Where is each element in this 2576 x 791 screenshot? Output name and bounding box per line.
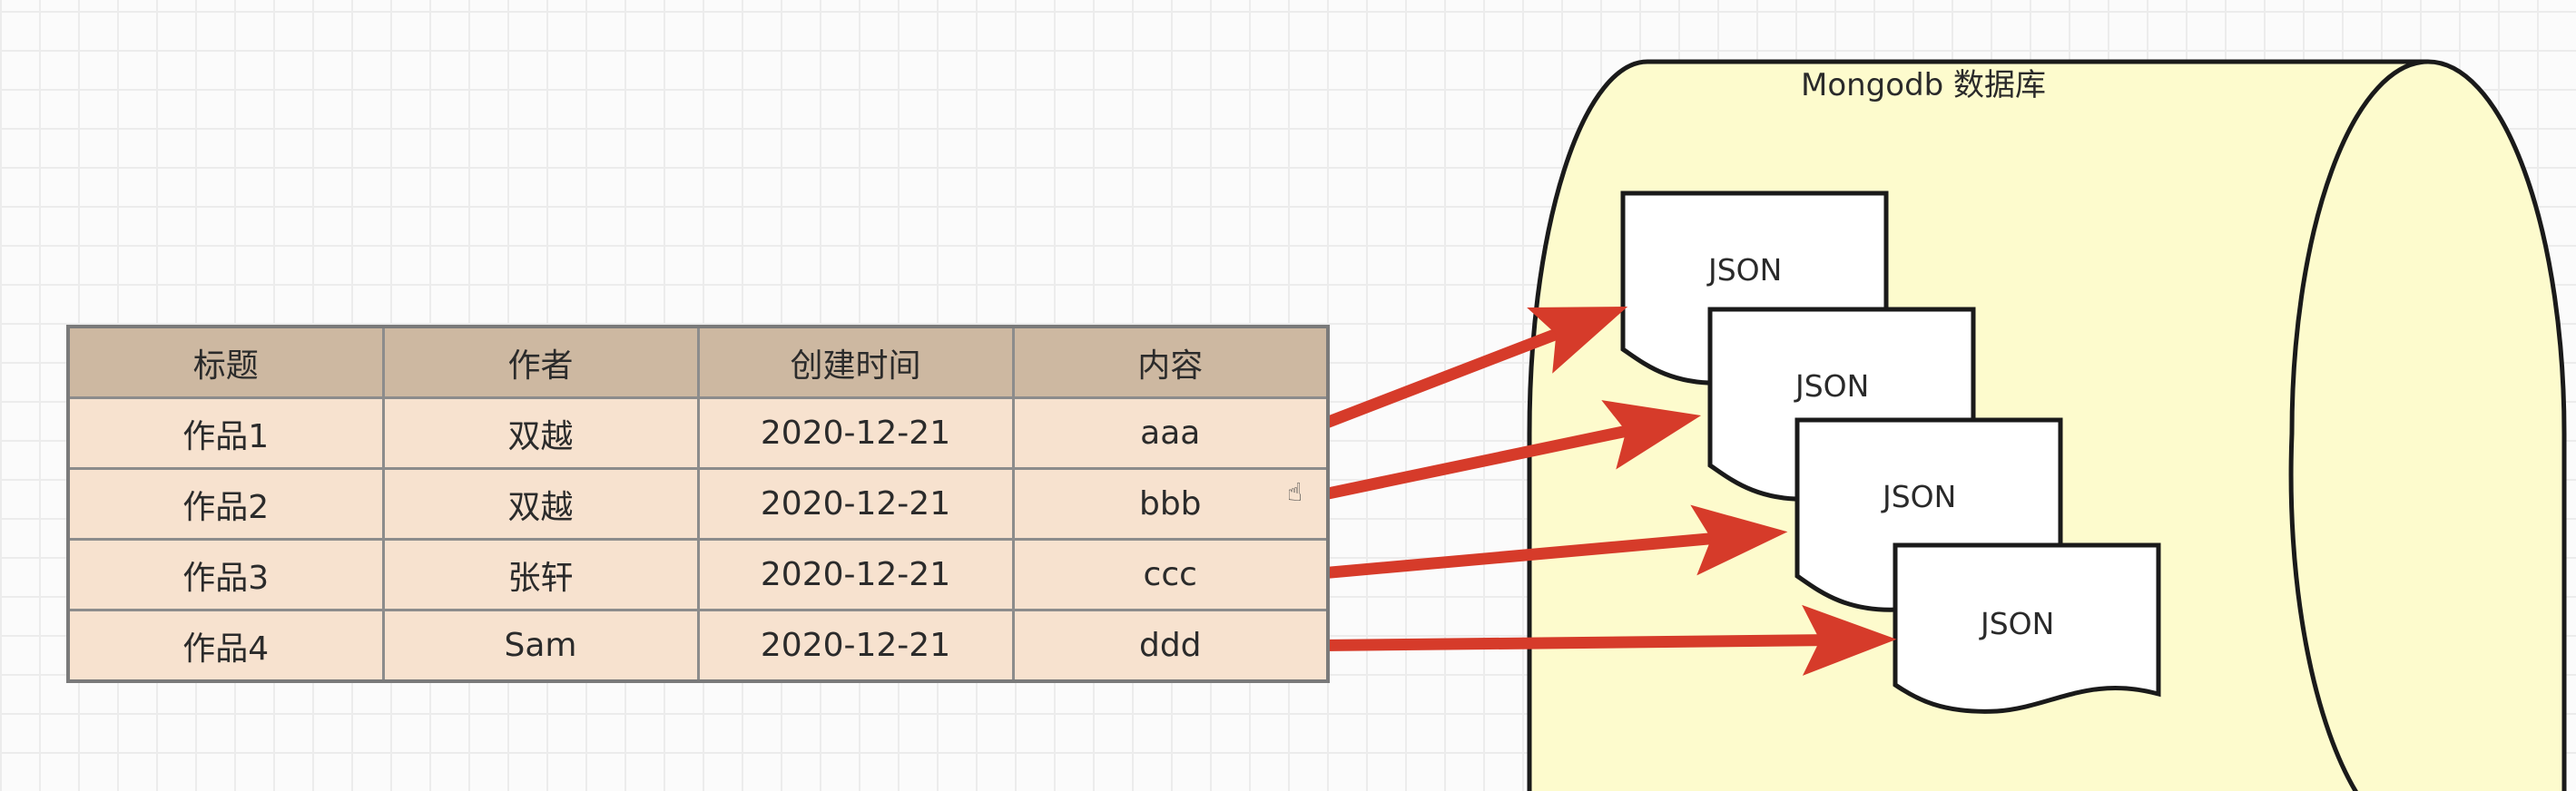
- database-label: Mongodb 数据库: [1801, 67, 2047, 103]
- table-cell: ccc: [1011, 538, 1330, 611]
- column-header-author: 作者: [381, 325, 700, 399]
- cylinder-end-cap: [2288, 59, 2429, 791]
- hand-pointer-icon: ☝: [1287, 477, 1303, 507]
- json-document-1-label: JSON: [1708, 252, 1783, 288]
- table-cell: 双越: [381, 396, 700, 470]
- table-header-row: 标题 作者 创建时间 内容: [66, 325, 1330, 399]
- table-cell: 张轩: [381, 538, 700, 611]
- table-cell: 2020-12-21: [696, 609, 1015, 683]
- arrow-row-1: [1287, 306, 1628, 442]
- table-row: 作品3 张轩 2020-12-21 ccc: [66, 538, 1330, 611]
- arrow-row-3: [1273, 504, 1788, 583]
- column-header-created-time: 创建时间: [696, 325, 1015, 399]
- arrows: [1273, 306, 1897, 676]
- table-row: 作品1 双越 2020-12-21 aaa: [66, 396, 1330, 470]
- table-cell: ddd: [1011, 609, 1330, 683]
- table-cell: 双越: [381, 467, 700, 541]
- column-header-content: 内容: [1011, 325, 1330, 399]
- json-document-4: [1893, 542, 2161, 714]
- json-document-3-label: JSON: [1883, 479, 1957, 514]
- table-cell: 作品4: [66, 609, 385, 683]
- table-cell: Sam: [381, 609, 700, 683]
- table-cell: 2020-12-21: [696, 467, 1015, 541]
- table-cell: bbb: [1011, 467, 1330, 541]
- arrow-row-4: [1273, 604, 1897, 676]
- table-cell: aaa: [1011, 396, 1330, 470]
- table-row: 作品4 Sam 2020-12-21 ddd: [66, 609, 1330, 683]
- column-header-title: 标题: [66, 325, 385, 399]
- table-cell: 2020-12-21: [696, 396, 1015, 470]
- json-document-4-label: JSON: [1981, 606, 2055, 641]
- table-cell: 作品3: [66, 538, 385, 611]
- table-cell: 作品1: [66, 396, 385, 470]
- table-row: 作品2 双越 2020-12-21 bbb: [66, 467, 1330, 541]
- table-cell: 2020-12-21: [696, 538, 1015, 611]
- works-table: 标题 作者 创建时间 内容 作品1 双越 2020-12-21 aaa 作品2 …: [66, 325, 1330, 683]
- table-cell: 作品2: [66, 467, 385, 541]
- json-document-2-label: JSON: [1795, 368, 1870, 404]
- arrow-row-2: [1287, 400, 1702, 507]
